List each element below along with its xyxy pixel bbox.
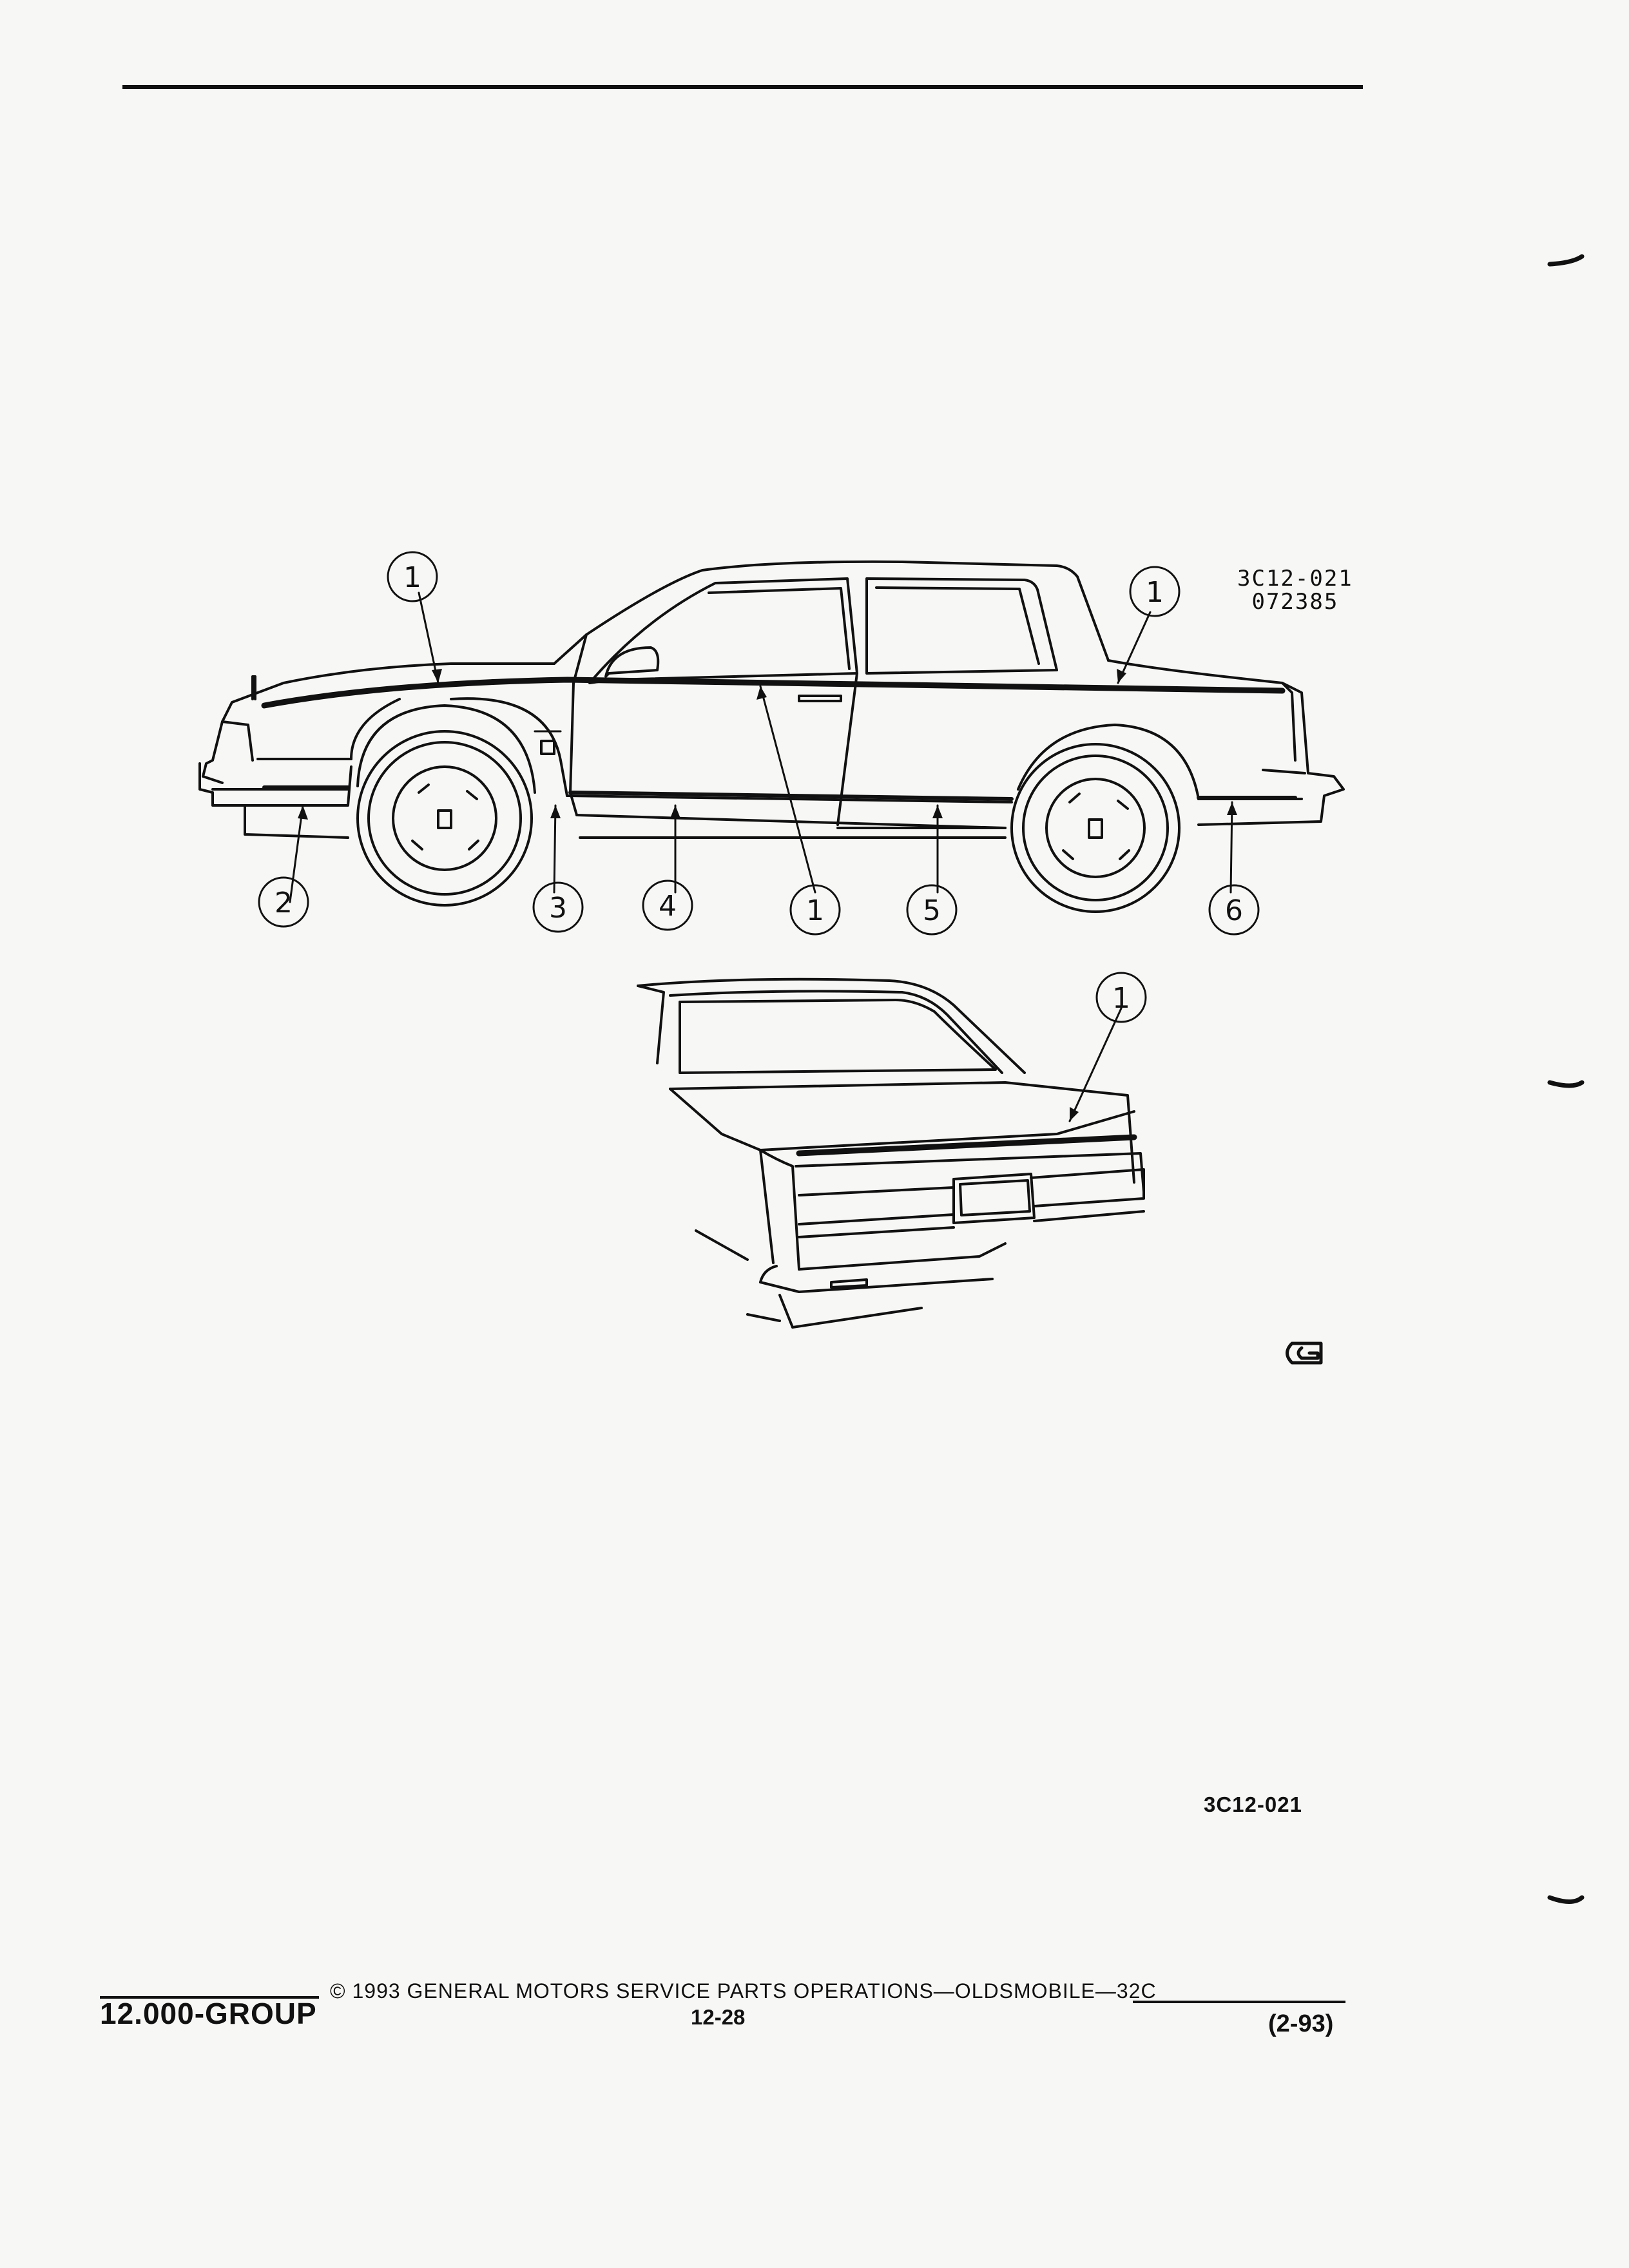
gm-logo-mark bbox=[1286, 1341, 1323, 1365]
deck-lid-molding bbox=[796, 1134, 1137, 1157]
footer-page-number: 12-28 bbox=[691, 2005, 746, 2029]
svg-text:4: 4 bbox=[659, 890, 677, 923]
svg-text:3: 3 bbox=[549, 892, 567, 925]
svg-text:2: 2 bbox=[275, 887, 293, 919]
footer-rule-right bbox=[1133, 2001, 1345, 2003]
callout-side-2: 2 bbox=[258, 876, 309, 928]
drawing-code-line1: 3C12-021 bbox=[1237, 566, 1353, 591]
callout-side-6: 6 bbox=[1208, 884, 1260, 936]
drawing-code: 3C12-021 072385 bbox=[1237, 567, 1353, 613]
callout-side-3: 3 bbox=[532, 881, 584, 933]
car-side-view bbox=[198, 560, 1345, 913]
header-rule bbox=[122, 85, 1363, 89]
svg-text:1: 1 bbox=[403, 561, 421, 594]
leader-lines bbox=[289, 591, 1233, 1122]
body-side-moldings bbox=[261, 677, 1297, 801]
drawing-code-line2: 072385 bbox=[1251, 589, 1339, 615]
callout-side-1c: 1 bbox=[789, 884, 841, 936]
footer-rule-left bbox=[100, 1996, 319, 1999]
callout-side-4: 4 bbox=[642, 879, 693, 931]
svg-text:6: 6 bbox=[1225, 894, 1243, 927]
callout-side-5: 5 bbox=[906, 884, 958, 936]
callout-rear-1: 1 bbox=[1095, 972, 1147, 1023]
figure-reference: 3C12-021 bbox=[1204, 1792, 1302, 1816]
svg-text:1: 1 bbox=[1112, 982, 1130, 1015]
svg-text:1: 1 bbox=[806, 894, 824, 927]
footer-group: 12.000-GROUP bbox=[100, 1997, 317, 2030]
callout-side-1b: 1 bbox=[1129, 566, 1181, 617]
footer-revision-date: (2-93) bbox=[1268, 2010, 1334, 2037]
callout-side-1a: 1 bbox=[387, 551, 438, 602]
footer-copyright: © 1993 GENERAL MOTORS SERVICE PARTS OPER… bbox=[330, 1979, 1157, 2003]
binding-marks bbox=[1547, 254, 1585, 1904]
svg-text:5: 5 bbox=[923, 894, 941, 927]
svg-text:1: 1 bbox=[1146, 576, 1164, 609]
car-rear-view bbox=[637, 977, 1145, 1329]
